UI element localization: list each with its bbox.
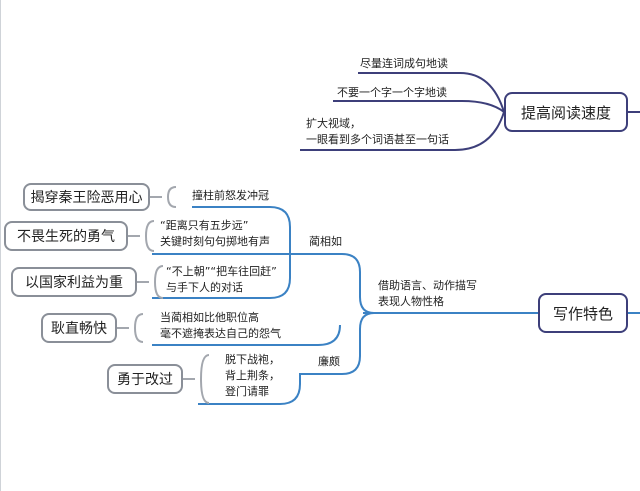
connector-lin-example-3	[152, 254, 291, 299]
connector-lian-example-1	[198, 373, 303, 405]
lin-example-1: 撞柱前怒发冲冠	[192, 189, 269, 202]
trait-fearless-courage[interactable]: 不畏生死的勇气	[4, 221, 128, 251]
lin-example-2: “距离只有五步远” 关键时刻句句掷地有声	[160, 219, 270, 248]
connector-trait-4	[117, 313, 144, 343]
reading-tip-2: 不要一个字一个字地读	[337, 86, 447, 99]
connector-reading-tip-1	[358, 72, 505, 113]
connector-lin-example-1	[192, 206, 303, 255]
reading-tip-3: 扩大视域， 一眼看到多个词语甚至一句话	[306, 117, 449, 146]
trait-forthright[interactable]: 耿直畅快	[41, 313, 117, 343]
lin-example-3: “不上朝”“把车往回赶” 与手下人的对话	[166, 265, 277, 294]
connector-reading-tip-2	[333, 100, 505, 113]
connector-lin-to-method	[303, 253, 375, 314]
trait-national-interest[interactable]: 以国家利益为重	[11, 267, 137, 297]
trait-correct-mistakes[interactable]: 勇于改过	[107, 364, 183, 394]
connector-trait-1	[150, 186, 177, 208]
trait-expose-qin-king[interactable]: 揭穿秦王险恶用心	[23, 183, 150, 211]
reading-tip-1: 尽量连词成句地读	[360, 57, 448, 70]
method-label: 借助语言、动作描写 表现人物性格	[378, 279, 477, 308]
topic-reading-speed[interactable]: 提高阅读速度	[504, 92, 628, 132]
connector-lian-to-method	[303, 312, 375, 375]
topic-writing-features[interactable]: 写作特色	[538, 293, 628, 333]
character-lian-label: 廉颇	[318, 355, 340, 368]
connector-lin-example-4	[152, 324, 341, 346]
connector-reading-tip-3	[300, 111, 505, 151]
page-edge	[0, 0, 1, 491]
connector-trait-2	[128, 220, 155, 252]
connector-trait-3	[137, 265, 164, 299]
character-lin-label: 蔺相如	[309, 235, 342, 248]
lian-example-1: 脱下战袍， 背上荆条， 登门请罪	[225, 353, 280, 398]
connector-trait-5	[183, 354, 210, 404]
lin-example-4: 当蔺相如比他职位高 毫不遮掩表达自己的怨气	[160, 311, 281, 340]
